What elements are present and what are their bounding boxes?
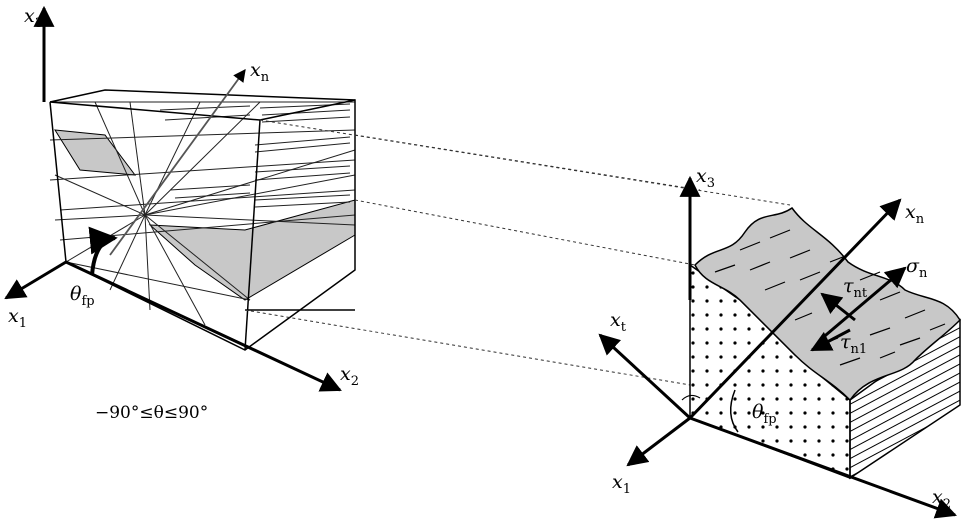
left-x1-axis: [4, 260, 67, 300]
left-shaded-plane-lower: [148, 199, 356, 301]
left-x2-label: x2: [340, 363, 359, 389]
left-theta-fp-label: θfp: [70, 283, 95, 309]
left-xn-label: xn: [250, 59, 270, 85]
right-xt-axis: [598, 333, 692, 420]
right-theta-fp-label: θfp: [752, 401, 777, 427]
right-sigma-n-label: σn: [906, 255, 928, 281]
tau-nt-arrow: [820, 292, 856, 322]
left-angle-arc: [88, 226, 118, 276]
right-x3-label: x3: [696, 165, 715, 191]
sigma-n-arrow: [819, 266, 907, 342]
left-x1-label: x1: [8, 305, 27, 331]
right-tau-nt-label: τnt: [843, 275, 868, 301]
right-x1-label: x1: [612, 471, 631, 497]
right-surface-dashes: [714, 229, 946, 366]
projection-lines: [244, 119, 791, 386]
right-xn-label: xn: [905, 201, 925, 227]
right-xn-axis: [688, 198, 902, 420]
left-layer-lines: [49, 101, 356, 301]
right-xt-label: xt: [610, 309, 627, 335]
right-x2-axis: [689, 416, 957, 519]
left-x3-label: x3: [24, 5, 43, 31]
left-angle-condition: −90°≤θ≤90°: [95, 403, 208, 423]
right-angle-arc: [729, 389, 739, 433]
right-angle-arc-small: [681, 394, 701, 401]
left-x2-axis: [65, 260, 342, 392]
tau-n1-arrow: [810, 328, 851, 352]
right-block-figure: x3 xn σn τnt τn1 xt θfp x1 x2: [598, 165, 961, 519]
right-tau-n1-label: τn1: [840, 331, 867, 357]
left-xn-axis: [109, 68, 246, 256]
right-x2-label: x2: [932, 486, 951, 512]
right-x1-axis: [626, 416, 691, 467]
left-cube-figure: x3 xn x1 x2 θfp −90°≤θ≤90°: [4, 5, 359, 423]
left-shaded-plane-upper: [54, 129, 137, 176]
